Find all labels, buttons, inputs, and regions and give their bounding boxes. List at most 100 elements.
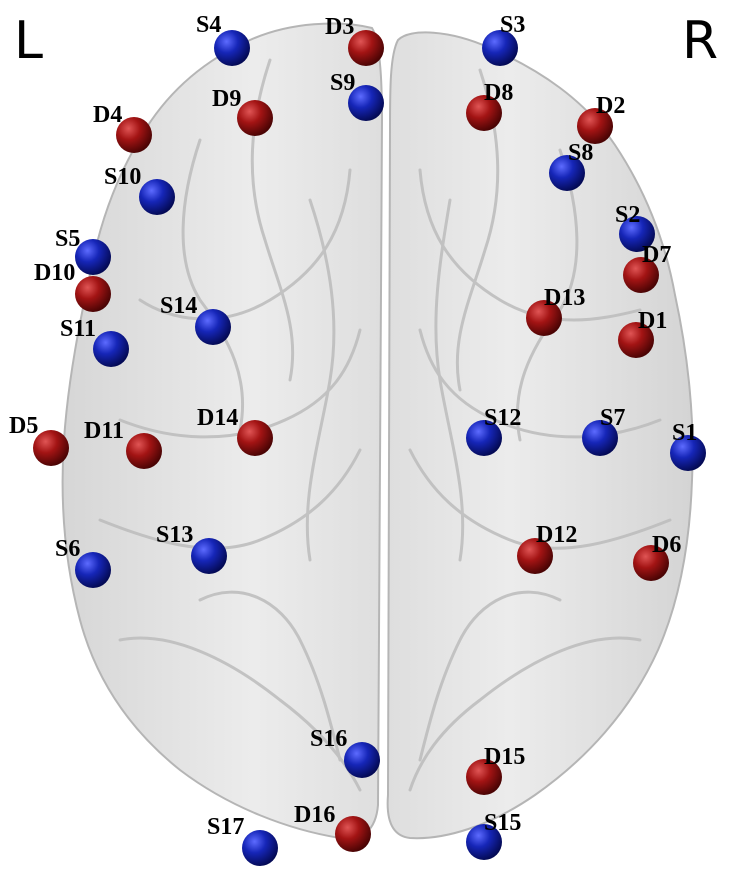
optode-label-d14: D14 — [197, 405, 238, 431]
optode-label-s3: S3 — [500, 12, 525, 38]
optode-label-d13: D13 — [544, 285, 585, 311]
optode-label-d9: D9 — [212, 86, 241, 112]
detector-optode-d3: D3 — [325, 14, 384, 66]
source-optode-s9: S9 — [330, 70, 384, 121]
source-marker-s14 — [195, 309, 231, 345]
optode-label-d4: D4 — [93, 102, 122, 128]
right-hemisphere-label: R — [682, 11, 718, 71]
detector-marker-d3 — [348, 30, 384, 66]
optode-label-d1: D1 — [638, 308, 667, 334]
source-optode-s14: S14 — [160, 293, 231, 345]
detector-optode-d4: D4 — [93, 102, 152, 153]
detector-marker-d4 — [116, 117, 152, 153]
optode-label-d8: D8 — [484, 80, 513, 106]
source-marker-s6 — [75, 552, 111, 588]
detector-marker-d10 — [75, 276, 111, 312]
optode-label-s11: S11 — [60, 316, 96, 342]
detector-marker-d14 — [237, 420, 273, 456]
detector-optode-d11: D11 — [84, 418, 162, 469]
optode-label-d11: D11 — [84, 418, 124, 444]
optode-label-s9: S9 — [330, 70, 355, 96]
detector-optode-d12: D12 — [517, 522, 577, 574]
source-optode-s10: S10 — [104, 164, 175, 215]
detector-marker-d9 — [237, 100, 273, 136]
detector-marker-d12 — [517, 538, 553, 574]
optode-label-s13: S13 — [156, 522, 193, 548]
source-marker-s3 — [482, 30, 518, 66]
source-marker-s1 — [670, 435, 706, 471]
source-optode-s17: S17 — [207, 814, 278, 866]
source-marker-s4 — [214, 30, 250, 66]
detector-marker-d2 — [577, 108, 613, 144]
source-optode-s13: S13 — [156, 522, 227, 574]
source-optode-s2: S2 — [615, 202, 655, 252]
detector-optode-d7: D7 — [623, 242, 671, 293]
source-optode-s5: S5 — [55, 226, 111, 275]
optode-label-s8: S8 — [568, 140, 593, 166]
optode-label-s4: S4 — [196, 12, 221, 38]
detector-marker-d8 — [466, 95, 502, 131]
detector-marker-d15 — [466, 759, 502, 795]
detector-optode-d10: D10 — [34, 260, 111, 312]
source-optode-s16: S16 — [310, 726, 380, 778]
detector-marker-d7 — [623, 257, 659, 293]
optode-label-s14: S14 — [160, 293, 197, 319]
source-optode-s4: S4 — [196, 12, 250, 66]
source-marker-s9 — [348, 85, 384, 121]
detector-optode-d13: D13 — [526, 285, 585, 336]
detector-marker-d1 — [618, 322, 654, 358]
detector-optode-d5: D5 — [9, 413, 69, 466]
source-optode-s3: S3 — [482, 12, 525, 66]
detector-optode-d14: D14 — [197, 405, 273, 456]
source-marker-s12 — [466, 420, 502, 456]
detector-marker-d11 — [126, 433, 162, 469]
detector-optode-d2: D2 — [577, 93, 625, 144]
detector-optode-d16: D16 — [294, 802, 371, 852]
optode-label-s1: S1 — [672, 420, 697, 446]
source-marker-s11 — [93, 331, 129, 367]
optode-label-s17: S17 — [207, 814, 244, 840]
optode-label-s6: S6 — [55, 536, 80, 562]
source-marker-s16 — [344, 742, 380, 778]
optode-label-d16: D16 — [294, 802, 335, 828]
detector-optode-d8: D8 — [466, 80, 513, 131]
optode-label-s5: S5 — [55, 226, 80, 252]
source-marker-s8 — [549, 155, 585, 191]
left-hemisphere-label: L — [14, 11, 43, 71]
optode-label-d2: D2 — [596, 93, 625, 119]
optode-label-d7: D7 — [642, 242, 671, 268]
optode-label-s10: S10 — [104, 164, 141, 190]
source-optode-s15: S15 — [466, 810, 521, 860]
optode-label-d5: D5 — [9, 413, 38, 439]
optode-label-s2: S2 — [615, 202, 640, 228]
optode-label-d6: D6 — [652, 532, 681, 558]
detector-marker-d5 — [33, 430, 69, 466]
detector-marker-d13 — [526, 300, 562, 336]
source-optode-s1: S1 — [670, 420, 706, 471]
optode-label-d12: D12 — [536, 522, 577, 548]
source-optode-s12: S12 — [466, 405, 521, 456]
source-optode-s6: S6 — [55, 536, 111, 588]
source-marker-s2 — [619, 216, 655, 252]
source-optode-s8: S8 — [549, 140, 593, 191]
optode-label-s7: S7 — [600, 405, 625, 431]
optode-label-d10: D10 — [34, 260, 75, 286]
source-marker-s7 — [582, 420, 618, 456]
source-optode-s7: S7 — [582, 405, 625, 456]
detector-optode-d1: D1 — [618, 308, 667, 358]
detector-marker-d16 — [335, 816, 371, 852]
source-marker-s13 — [191, 538, 227, 574]
detector-marker-d6 — [633, 545, 669, 581]
source-optode-s11: S11 — [60, 316, 129, 367]
optode-label-s15: S15 — [484, 810, 521, 836]
source-marker-s5 — [75, 239, 111, 275]
optode-label-d15: D15 — [484, 744, 525, 770]
source-marker-s17 — [242, 830, 278, 866]
detector-optode-d15: D15 — [466, 744, 525, 795]
detector-optode-d9: D9 — [212, 86, 273, 136]
source-marker-s10 — [139, 179, 175, 215]
brain-top-view — [61, 22, 694, 840]
optode-label-s12: S12 — [484, 405, 521, 431]
optode-label-d3: D3 — [325, 14, 354, 40]
